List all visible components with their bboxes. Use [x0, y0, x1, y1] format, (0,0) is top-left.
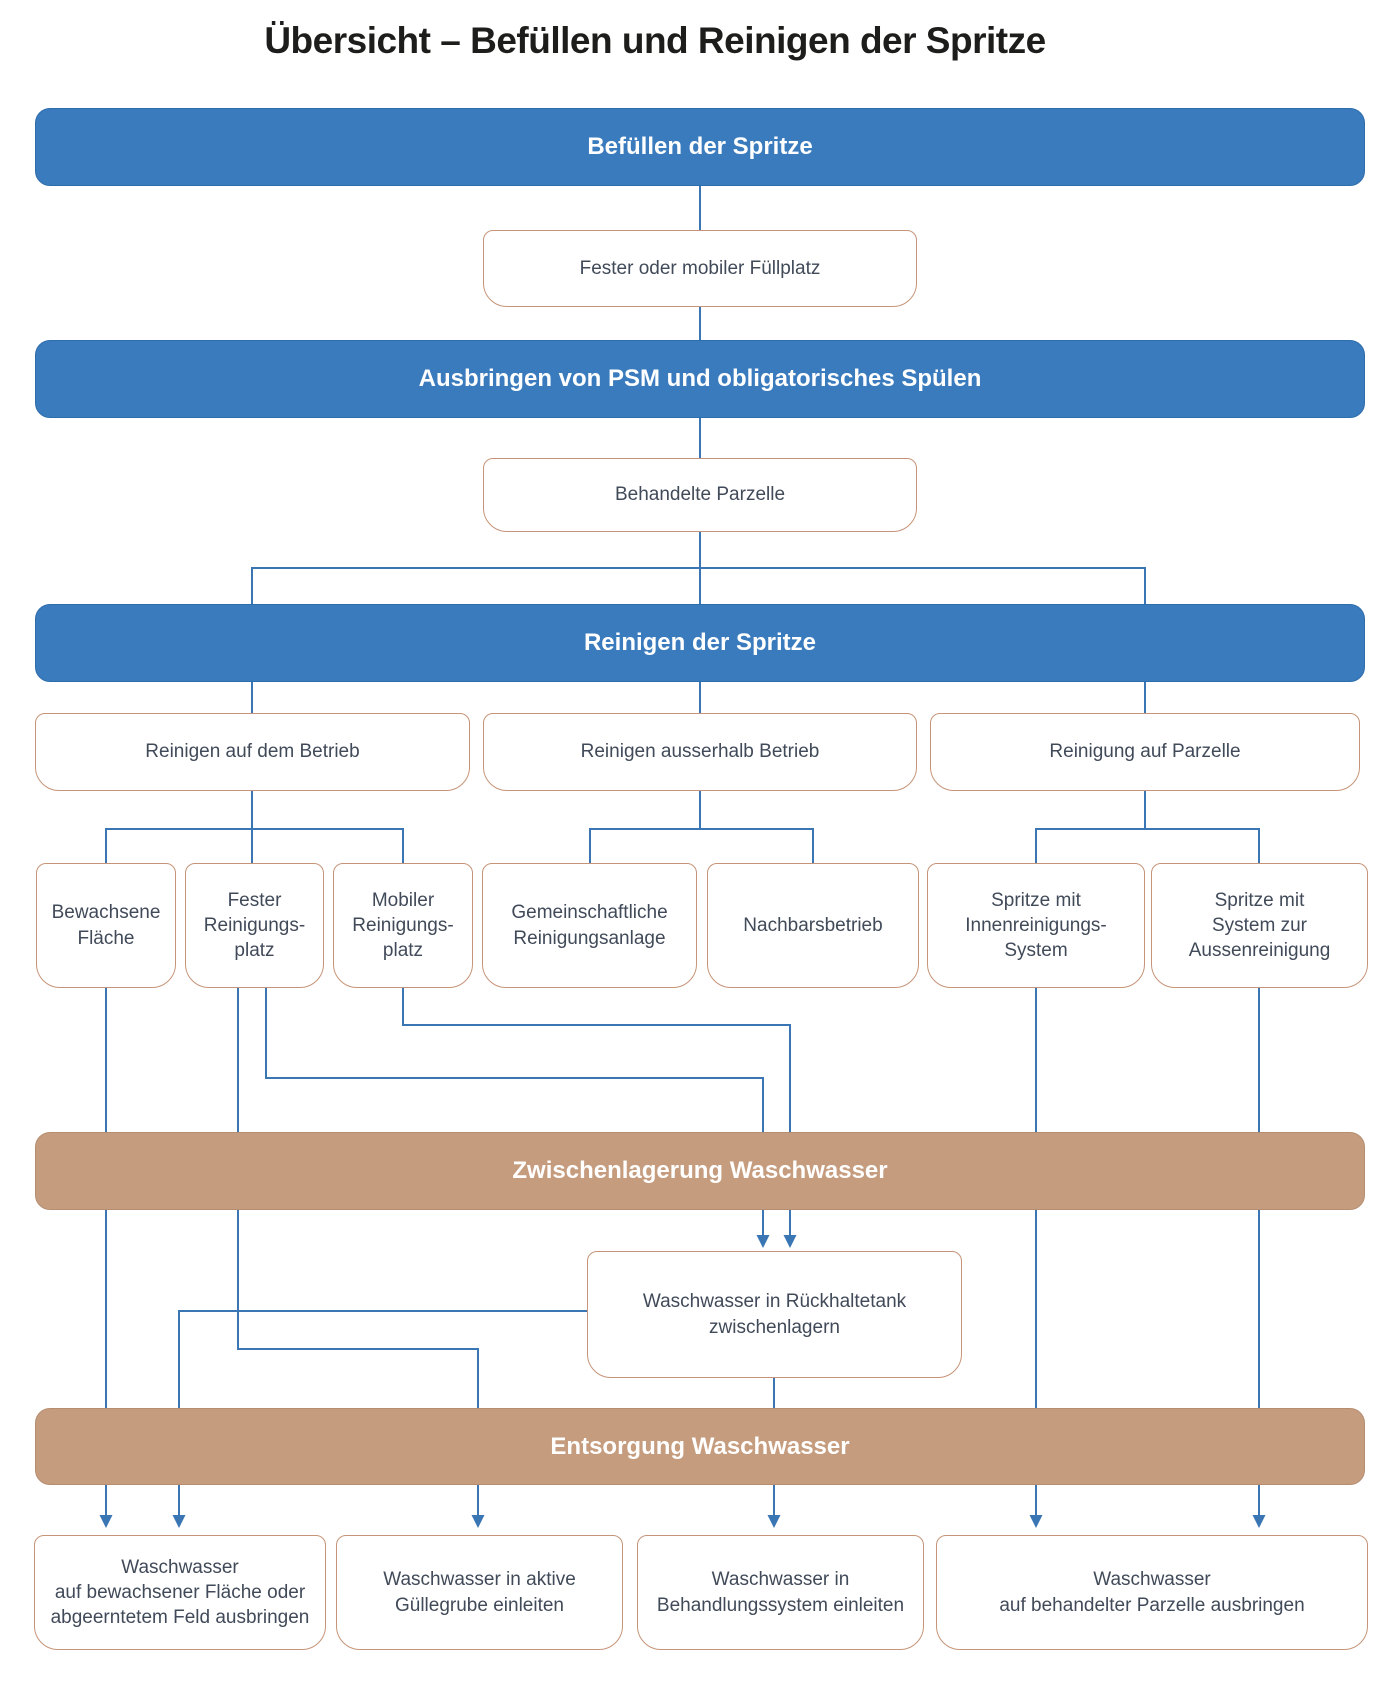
node-fester-reinigungsplatz: Fester Reinigungs- platz	[185, 863, 324, 988]
node-behandelte-parzelle: Behandelte Parzelle	[483, 458, 917, 532]
flow-cleaning-branches	[105, 791, 1260, 863]
node-ww-bewachsene-flaeche-ausbringen: Waschwasser auf bewachsener Fläche oder …	[34, 1535, 326, 1650]
node-spritze-innenreinigungssystem: Spritze mit Innenreinigungs- System	[927, 863, 1145, 988]
node-label: Waschwasser auf bewachsener Fläche oder …	[50, 1556, 310, 1629]
node-spritze-aussenreinigung: Spritze mit System zur Aussenreinigung	[1151, 863, 1368, 988]
node-fuellplatz: Fester oder mobiler Füllplatz	[483, 230, 917, 307]
arrowheads	[99, 1235, 1266, 1528]
node-reinigen-ausserhalb-betrieb: Reinigen ausserhalb Betrieb	[483, 713, 917, 791]
node-label: Gemeinschaftliche Reinigungsanlage	[511, 902, 668, 949]
banner-entsorgung-waschwasser: Entsorgung Waschwasser	[35, 1408, 1365, 1485]
node-rueckhaltetank: Waschwasser in Rückhaltetank zwischenlag…	[587, 1251, 962, 1378]
banner-reinigen-der-spritze: Reinigen der Spritze	[35, 604, 1365, 682]
node-mobiler-reinigungsplatz: Mobiler Reinigungs- platz	[333, 863, 473, 988]
node-label: Reinigung auf Parzelle	[1049, 741, 1241, 763]
node-label: Nachbarsbetrieb	[743, 914, 883, 936]
node-label: Reinigen auf dem Betrieb	[145, 741, 360, 763]
flow-main-spine	[251, 186, 1146, 713]
banner-befuellen-der-spritze: Befüllen der Spritze	[35, 108, 1365, 186]
node-label: Waschwasser auf behandelter Parzelle aus…	[999, 1569, 1305, 1616]
node-gemeinschaftliche-reinigungsanlage: Gemeinschaftliche Reinigungsanlage	[482, 863, 697, 988]
node-label: Waschwasser in Behandlungssystem einleit…	[656, 1569, 905, 1616]
banner-label: Ausbringen von PSM und obligatorisches S…	[418, 365, 982, 392]
banner-label: Zwischenlagerung Waschwasser	[512, 1157, 888, 1184]
node-label: Spritze mit Innenreinigungs- System	[965, 889, 1107, 962]
banner-label: Reinigen der Spritze	[583, 629, 817, 656]
node-ww-guellegrube-einleiten: Waschwasser in aktive Güllegrube einleit…	[336, 1535, 623, 1650]
node-reinigen-auf-dem-betrieb: Reinigen auf dem Betrieb	[35, 713, 470, 791]
node-label: Mobiler Reinigungs- platz	[352, 889, 454, 962]
banner-label: Entsorgung Waschwasser	[550, 1432, 850, 1460]
node-nachbarsbetrieb: Nachbarsbetrieb	[707, 863, 919, 988]
node-ww-behandelte-parzelle-ausbringen: Waschwasser auf behandelter Parzelle aus…	[936, 1535, 1368, 1650]
node-label: Bewachsene Fläche	[51, 902, 161, 949]
node-reinigung-auf-parzelle: Reinigung auf Parzelle	[930, 713, 1360, 791]
node-ww-behandlungssystem-einleiten: Waschwasser in Behandlungssystem einleit…	[637, 1535, 924, 1650]
node-label: Fester Reinigungs- platz	[203, 889, 306, 962]
node-label: Reinigen ausserhalb Betrieb	[580, 741, 820, 763]
node-label: Spritze mit System zur Aussenreinigung	[1188, 889, 1331, 962]
node-bewachsene-flaeche: Bewachsene Fläche	[36, 863, 176, 988]
node-label: Behandelte Parzelle	[614, 484, 786, 506]
banner-ausbringen-psm: Ausbringen von PSM und obligatorisches S…	[35, 340, 1365, 418]
banner-label: Befüllen der Spritze	[587, 133, 813, 160]
banner-zwischenlagerung-waschwasser: Zwischenlagerung Waschwasser	[35, 1132, 1365, 1210]
node-label: Fester oder mobiler Füllplatz	[579, 257, 821, 279]
node-label: Waschwasser in Rückhaltetank zwischenlag…	[642, 1291, 907, 1338]
page-title: Übersicht – Befüllen und Reinigen der Sp…	[264, 20, 1046, 61]
node-label: Waschwasser in aktive Güllegrube einleit…	[383, 1569, 576, 1616]
